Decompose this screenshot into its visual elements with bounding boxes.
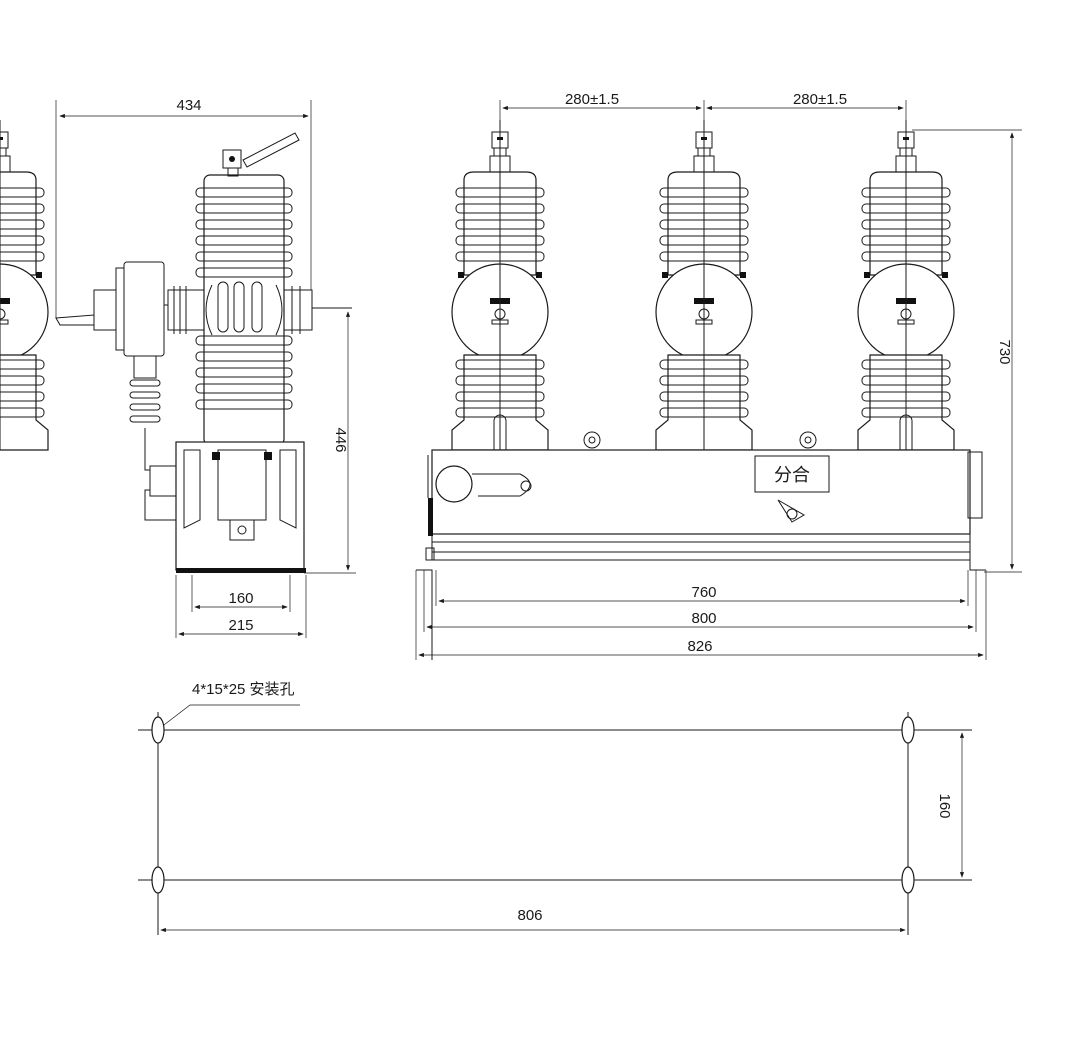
front-handle-wheel [435,465,473,503]
front-view: 280±1.5 280±1.5 [0,91,1022,660]
dim-label-160-side: 160 [228,590,253,607]
mounting-hole [151,716,165,744]
side-mechanism-box [175,441,305,571]
side-ct [123,261,165,357]
front-pole [0,120,49,451]
mounting-leader [159,704,300,729]
mounting-hole [901,866,915,894]
dim-label-434: 434 [176,97,201,114]
side-mid-waist [205,284,283,336]
dim-label-800: 800 [691,610,716,627]
side-insulator-sheds [195,187,293,410]
side-lever [242,132,300,168]
side-terminal-plate [55,314,95,326]
mounting-hole-note: 4*15*25 安装孔 [192,681,295,698]
front-housing [431,449,971,535]
front-open-close-label: 分合 [774,465,810,485]
dim-label-446: 446 [332,427,349,452]
mounting-hole [901,716,915,744]
side-bushing-right [283,289,313,331]
dim-label-pitch-right: 280±1.5 [793,91,847,108]
mounting-hole [151,866,165,894]
dim-label-160-plan: 160 [936,793,953,818]
side-view: 434 [55,97,356,638]
mounting-plan: 4*15*25 安装孔 160 806 [138,681,972,935]
side-base-bar [176,568,306,573]
front-open-close-indicator [754,455,830,493]
front-indicator-right [967,451,983,519]
dim-label-806: 806 [517,907,542,924]
dim-label-215: 215 [228,617,253,634]
dim-label-pitch-left: 280±1.5 [565,91,619,108]
dim-label-826: 826 [687,638,712,655]
dim-label-730: 730 [996,339,1013,364]
front-rail [431,533,971,561]
dim-label-760: 760 [691,584,716,601]
